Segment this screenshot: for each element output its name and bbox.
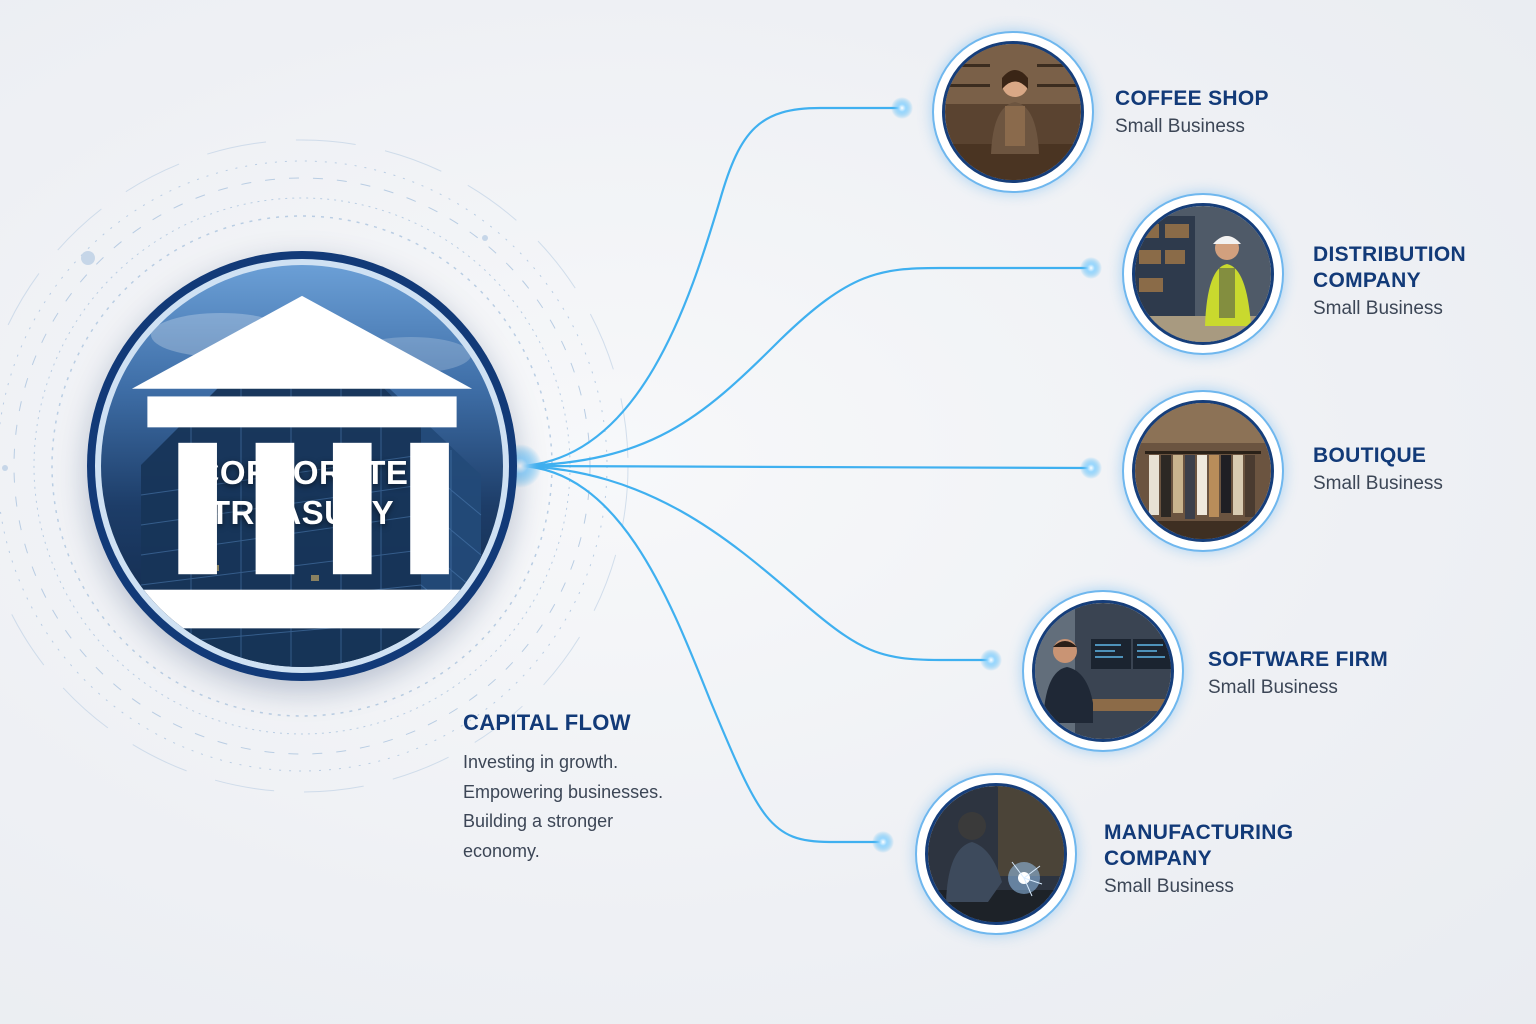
caption-line-1: Investing in growth.	[463, 752, 619, 772]
node-label-coffee-shop: COFFEE SHOP Small Business	[1115, 86, 1269, 138]
node-photo-coffee-shop	[932, 31, 1094, 193]
node-subtitle-distribution-company: Small Business	[1313, 298, 1443, 319]
node-label-manufacturing-company: MANUFACTURING COMPANY Small Business	[1104, 820, 1293, 898]
caption-line-2: Empowering businesses.	[463, 781, 664, 802]
bank-icon	[131, 295, 473, 629]
node-subtitle-coffee-shop: Small Business	[1115, 116, 1245, 137]
node-title-manufacturing-line2: COMPANY	[1104, 847, 1212, 870]
flow-line-boutique	[518, 464, 1092, 470]
flow-line-distribution-company	[518, 266, 1092, 468]
node-title-manufacturing-line1: MANUFACTURING	[1104, 821, 1294, 844]
node-title-distribution-line2: COMPANY	[1313, 269, 1421, 292]
node-photo-software-firm	[1022, 590, 1184, 752]
hub-title-line1: CORPORATE	[195, 454, 409, 491]
caption-title: CAPITAL FLOW	[463, 710, 631, 735]
node-title-boutique: BOUTIQUE	[1313, 444, 1427, 467]
barista-photo	[945, 44, 1081, 180]
node-label-boutique: BOUTIQUE Small Business	[1313, 443, 1443, 495]
node-title-coffee-shop: COFFEE SHOP	[1115, 87, 1269, 110]
flow-paths	[518, 106, 1092, 844]
node-title-software-firm: SOFTWARE FIRM	[1208, 648, 1389, 671]
node-photo-distribution-company	[1122, 193, 1284, 355]
flow-line-software-firm	[518, 464, 992, 662]
node-subtitle-software-firm: Small Business	[1208, 677, 1338, 698]
node-title-distribution-line1: DISTRIBUTION	[1313, 243, 1466, 266]
boutique-photo	[1135, 403, 1271, 539]
welder-photo	[928, 786, 1064, 922]
node-photo-manufacturing-company	[915, 773, 1077, 935]
node-subtitle-boutique: Small Business	[1313, 473, 1443, 494]
node-photo-boutique	[1122, 390, 1284, 552]
flow-line-coffee-shop	[518, 106, 902, 468]
node-label-software-firm: SOFTWARE FIRM Small Business	[1208, 647, 1388, 699]
caption-line-4: economy.	[463, 840, 540, 861]
corporate-treasury-hub: CORPORATE TREASURY	[87, 251, 517, 681]
warehouse-photo	[1135, 206, 1271, 342]
caption-body: Investing in growth. Empowering business…	[463, 748, 723, 866]
node-label-distribution-company: DISTRIBUTION COMPANY Small Business	[1313, 242, 1466, 320]
capital-flow-caption: CAPITAL FLOW Investing in growth. Empowe…	[463, 710, 723, 866]
node-subtitle-manufacturing-company: Small Business	[1104, 876, 1234, 897]
caption-line-3: Building a stronger	[463, 811, 614, 831]
hub-building-photo: CORPORATE TREASURY	[101, 265, 503, 667]
flow-line-manufacturing-company	[518, 464, 884, 844]
developer-photo	[1035, 603, 1171, 739]
